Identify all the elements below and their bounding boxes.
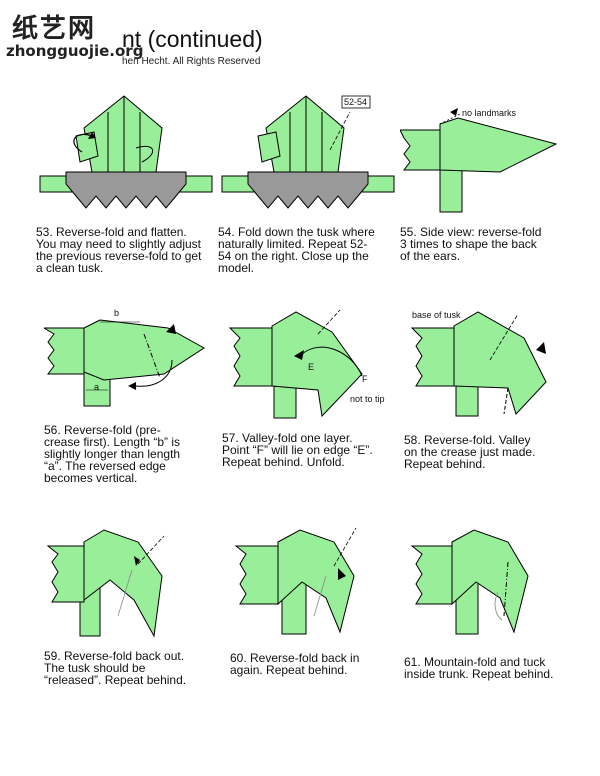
step-53: 53. Reverse-fold and flatten. You may ne… <box>36 92 216 292</box>
step-53-diagram <box>39 95 213 209</box>
step-55-note-label: no landmarks <box>462 108 517 118</box>
step-55-diagram <box>400 108 558 213</box>
step-58-caption: 58. Reverse-fold. Valley on the crease j… <box>404 433 536 471</box>
step-57-diagram <box>228 309 363 419</box>
logo-url-text: zhongguojie.org <box>6 42 144 60</box>
step-56-caption: 56. Reverse-fold (pre- crease first). Le… <box>44 423 181 485</box>
step-57-note-label: not to tip <box>350 394 385 404</box>
step-60-diagram <box>234 527 357 635</box>
step-61-caption: 61. Mountain-fold and tuck inside trunk.… <box>404 655 554 681</box>
step-60: 60. Reverse-fold back in again. Repeat b… <box>230 520 410 720</box>
step-59-caption: 59. Reverse-fold back out. The tusk shou… <box>44 649 187 687</box>
step-54: 52-54 54. Fold down the tusk where natur… <box>218 92 398 292</box>
page-header: nt (continued) hen Hecht. All Rights Res… <box>0 0 600 80</box>
step-59: 59. Reverse-fold back out. The tusk shou… <box>44 520 224 720</box>
step-61: 61. Mountain-fold and tuck inside trunk.… <box>404 520 584 720</box>
step-61-diagram <box>410 529 529 635</box>
logo-chinese-text: 纸艺网 <box>12 14 97 44</box>
copyright-line: hen Hecht. All Rights Reserved <box>122 56 261 67</box>
step-55-caption: 55. Side view: reverse-fold 3 times to s… <box>400 225 542 263</box>
step-54-diagram <box>221 95 395 209</box>
step-56-label-a: a <box>94 382 100 392</box>
step-57-label-e: E <box>308 362 315 372</box>
step-55: no landmarks 55. Side view: reverse-fold… <box>400 100 580 300</box>
step-59-diagram <box>46 529 165 638</box>
step-53-caption: 53. Reverse-fold and flatten. You may ne… <box>36 225 202 275</box>
step-57-label-f: F <box>362 374 368 384</box>
step-58-diagram <box>410 311 547 417</box>
page-title: nt (continued) <box>122 26 263 52</box>
step-58: base of tusk 58. Reverse-fold. Valley on… <box>404 304 584 504</box>
step-54-caption: 54. Fold down the tusk where naturally l… <box>218 225 375 275</box>
step-58-note-label: base of tusk <box>412 310 461 320</box>
step-57-caption: 57. Valley-fold one layer. Point “F” wil… <box>222 431 373 469</box>
step-60-caption: 60. Reverse-fold back in again. Repeat b… <box>230 651 360 677</box>
step-56-diagram <box>44 319 205 407</box>
step-57: E F not to tip 57. Valley-fold one layer… <box>222 304 402 504</box>
step-54-ref-label: 52-54 <box>344 97 368 107</box>
watermark-logo: 纸艺网 zhongguojie.org <box>6 6 143 62</box>
step-56: b a 56. Reverse-fold (pre- crease first)… <box>44 304 224 504</box>
step-56-label-b: b <box>114 308 120 318</box>
